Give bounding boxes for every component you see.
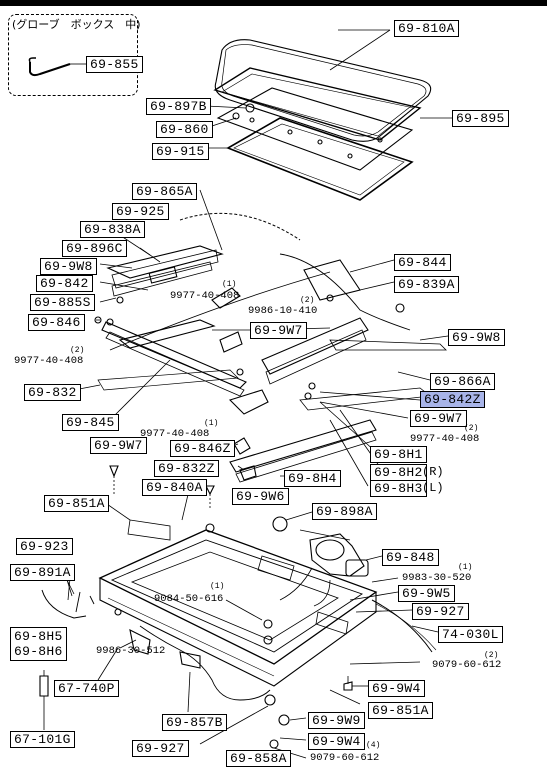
part-label-69-898A[interactable]: 69-898A <box>312 503 377 520</box>
sunroof-frame <box>98 519 378 687</box>
part-label-69-9W7-upper[interactable]: 69-9W7 <box>250 322 307 339</box>
std-part-number: 9977-40-408 <box>140 428 210 440</box>
part-label-69-858A[interactable]: 69-858A <box>226 750 291 767</box>
part-label-69-8H5: 69-8H5 <box>14 629 63 644</box>
part-label-69-855[interactable]: 69-855 <box>86 56 143 73</box>
part-label-69-851A-lower[interactable]: 69-851A <box>368 702 433 719</box>
part-label-69-839A[interactable]: 69-839A <box>394 276 459 293</box>
part-label-69-845[interactable]: 69-845 <box>62 414 119 431</box>
part-label-69-9W5[interactable]: 69-9W5 <box>398 585 455 602</box>
qty-note: (2) <box>70 346 85 355</box>
part-label-69-848[interactable]: 69-848 <box>382 549 439 566</box>
part-label-69-927-bottom[interactable]: 69-927 <box>132 740 189 757</box>
part-label-69-9W7-right[interactable]: 69-9W7 <box>410 410 467 427</box>
qty-note: (1) <box>222 280 237 289</box>
qty-note: (2) <box>300 296 315 305</box>
weatherstrip <box>213 67 422 141</box>
motor-848 <box>279 533 369 607</box>
part-label-67-101G[interactable]: 67-101G <box>10 731 75 748</box>
part-label-67-740P[interactable]: 67-740P <box>54 680 119 697</box>
std-part-number: 9079-60-612 <box>432 659 502 671</box>
part-label-69-838A[interactable]: 69-838A <box>80 221 145 238</box>
part-label-69-844[interactable]: 69-844 <box>394 254 451 271</box>
part-label-69-832Z[interactable]: 69-832Z <box>154 460 219 477</box>
part-label-69-8H5-8H6[interactable]: 69-8H5 69-8H6 <box>10 627 67 661</box>
std-part-number: 9977-40-408 <box>410 433 480 445</box>
part-label-69-9W9[interactable]: 69-9W9 <box>308 712 365 729</box>
std-part-number: 9986-30-512 <box>96 645 166 657</box>
header-bar <box>0 0 547 6</box>
seal-915 <box>226 117 414 201</box>
part-label-69-925[interactable]: 69-925 <box>112 203 169 220</box>
qty-note: (1) <box>210 582 225 591</box>
qty-note: (1) <box>204 419 219 428</box>
left-rail <box>94 245 224 326</box>
part-label-69-846Z[interactable]: 69-846Z <box>170 440 235 457</box>
part-label-69-866A[interactable]: 69-866A <box>430 373 495 390</box>
part-label-69-9W8-right[interactable]: 69-9W8 <box>448 329 505 346</box>
tool-icon <box>29 62 71 77</box>
part-label-69-891A[interactable]: 69-891A <box>10 564 75 581</box>
part-label-69-832[interactable]: 69-832 <box>24 384 81 401</box>
part-label-69-8H3[interactable]: 69-8H3 <box>370 480 427 497</box>
part-label-69-9W6[interactable]: 69-9W6 <box>232 488 289 505</box>
std-part-number: 9977-40-408 <box>170 290 240 302</box>
part-label-69-895[interactable]: 69-895 <box>452 110 509 127</box>
part-label-69-9W4-right[interactable]: 69-9W4 <box>368 680 425 697</box>
suffix-right: (R) <box>422 465 444 479</box>
inset-title: (グローブ ボックス 中) <box>12 18 141 31</box>
part-label-69-9W4-bottom[interactable]: 69-9W4 <box>308 733 365 750</box>
suffix-left: (L) <box>422 481 444 495</box>
part-label-69-9W7-left[interactable]: 69-9W7 <box>90 437 147 454</box>
std-part-number: 9084-50-616 <box>154 593 224 605</box>
qty-note: (2) <box>464 424 479 433</box>
part-label-69-842[interactable]: 69-842 <box>36 275 93 292</box>
part-label-69-885S[interactable]: 69-885S <box>30 294 95 311</box>
seal-860 <box>216 87 414 171</box>
inset-box <box>8 14 138 96</box>
part-label-69-896C[interactable]: 69-896C <box>62 240 127 257</box>
part-label-69-897B[interactable]: 69-897B <box>146 98 211 115</box>
glass-panel <box>214 39 432 142</box>
part-label-69-8H4[interactable]: 69-8H4 <box>284 470 341 487</box>
part-label-69-851A-upper[interactable]: 69-851A <box>44 495 109 512</box>
part-label-69-857B[interactable]: 69-857B <box>162 714 227 731</box>
part-label-69-860[interactable]: 69-860 <box>156 121 213 138</box>
part-label-69-915[interactable]: 69-915 <box>152 143 209 160</box>
part-label-69-810A[interactable]: 69-810A <box>394 20 459 37</box>
part-label-69-865A[interactable]: 69-865A <box>132 183 197 200</box>
part-label-69-9W8[interactable]: 69-9W8 <box>40 258 97 275</box>
part-label-69-840A[interactable]: 69-840A <box>142 479 207 496</box>
qty-note: (2) <box>484 651 499 660</box>
std-part-number: 9983-30-520 <box>402 572 472 584</box>
qty-note: (4) <box>366 741 381 750</box>
part-label-69-8H6: 69-8H6 <box>14 644 63 659</box>
std-part-number: 9977-40-408 <box>14 355 84 367</box>
qty-note: (1) <box>458 563 473 572</box>
part-label-74-030L[interactable]: 74-030L <box>438 626 503 643</box>
std-part-number: 9986-10-410 <box>248 305 318 317</box>
part-label-69-927-right[interactable]: 69-927 <box>412 603 469 620</box>
part-label-69-8H1[interactable]: 69-8H1 <box>370 446 427 463</box>
std-part-number: 9079-60-612 <box>310 752 380 764</box>
part-label-69-842Z[interactable]: 69-842Z <box>420 391 485 408</box>
part-label-69-846[interactable]: 69-846 <box>28 314 85 331</box>
part-label-69-923[interactable]: 69-923 <box>16 538 73 555</box>
part-label-69-8H2[interactable]: 69-8H2 <box>370 464 427 481</box>
